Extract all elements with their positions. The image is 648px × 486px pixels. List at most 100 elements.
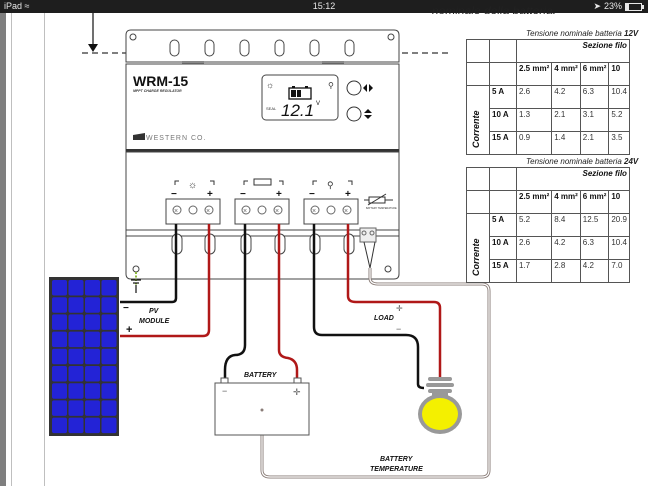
- svg-text:−: −: [309, 189, 315, 200]
- solar-panel: [49, 277, 119, 436]
- margin-line: [11, 13, 12, 486]
- margin-line: [44, 13, 45, 486]
- device-divider: [126, 149, 399, 152]
- pv-plus-sign: +: [126, 324, 132, 336]
- solar-cell: [52, 280, 67, 296]
- battery-temp-label-line1: BATTERY: [380, 456, 414, 463]
- right-arrow-icon: [369, 84, 373, 92]
- load-label: LOAD: [374, 315, 394, 322]
- pv-negative-wire: [120, 224, 178, 304]
- battery-minus-sign: −: [222, 386, 227, 396]
- status-right: ➤ 23%: [593, 0, 644, 13]
- brand-name: WESTERN CO.: [146, 135, 206, 142]
- solar-cell: [52, 331, 67, 348]
- solar-cell: [68, 331, 84, 348]
- solar-cell: [85, 348, 100, 365]
- load-negative-wire: [312, 224, 425, 390]
- top-slots: [169, 39, 355, 57]
- solar-cell: [68, 348, 84, 365]
- pv-label-line1: PV: [149, 308, 160, 315]
- ground-icon: [131, 279, 141, 293]
- battery-terminal-block: [234, 198, 290, 225]
- light-bulb: [418, 377, 462, 434]
- load-plus-sign: ✛: [396, 304, 403, 313]
- wifi-icon: ≈: [24, 1, 30, 11]
- solar-cell: [68, 417, 84, 434]
- solar-cell: [68, 314, 84, 330]
- flange-clip: [182, 61, 204, 64]
- sun-icon: ☼: [188, 180, 197, 191]
- bulb-icon: ⚲: [328, 81, 334, 90]
- battery-positive-wire: [277, 224, 299, 378]
- solar-cell: [68, 280, 84, 296]
- solar-cell: [85, 366, 100, 382]
- flange-clip: [322, 61, 344, 64]
- status-left: iPad ≈: [4, 0, 29, 13]
- battery-negative-wire: [223, 224, 247, 378]
- solar-cell: [52, 348, 67, 365]
- solar-cell: [52, 297, 67, 313]
- group-header: Sezione filo: [516, 167, 630, 191]
- pv-positive-wire: [120, 224, 211, 338]
- solar-cell: [101, 366, 117, 382]
- solar-cell: [101, 280, 117, 296]
- pv-label-line2: MODULE: [139, 318, 170, 325]
- svg-text:×: ×: [312, 208, 316, 215]
- solar-cell: [85, 331, 100, 348]
- solar-cell: [68, 400, 84, 416]
- solar-cell: [101, 417, 117, 434]
- svg-text:×: ×: [344, 208, 348, 215]
- mount-hole: [384, 265, 392, 273]
- load-positive-wire: [346, 224, 442, 377]
- battery-terminal-group: − + × ×: [234, 178, 290, 225]
- set-button[interactable]: [346, 106, 362, 122]
- solar-cell: [52, 417, 67, 434]
- solar-cell: [101, 383, 117, 399]
- pv-terminal-group: ☼ − + × ×: [165, 180, 221, 225]
- svg-text:+: +: [345, 189, 351, 200]
- table-24v: Sezione filo 2.5 mm² 4 mm² 6 mm² 10 Corr…: [466, 167, 630, 283]
- status-bar: iPad ≈ 15:12 ➤ 23%: [0, 0, 648, 13]
- solar-cell: [101, 348, 117, 365]
- battery-neg-post: [220, 377, 229, 384]
- sun-icon: ☼: [266, 80, 274, 90]
- clock: 15:12: [312, 1, 336, 11]
- solar-cell: [52, 400, 67, 416]
- temp-sensor-terminal: [359, 227, 377, 243]
- load-terminal-block: [303, 198, 359, 225]
- svg-text:×: ×: [206, 208, 210, 215]
- svg-text:+: +: [276, 189, 282, 200]
- pv-terminal-block: [165, 198, 221, 225]
- battery-percent: 23%: [603, 1, 622, 11]
- solar-cells: [52, 280, 117, 434]
- voltage-unit: V: [316, 101, 320, 107]
- solar-cell: [101, 331, 117, 348]
- mount-hole: [129, 33, 137, 41]
- battery-icon: [625, 2, 644, 11]
- solar-cell: [68, 297, 84, 313]
- mode-button[interactable]: [346, 80, 362, 96]
- mode-label: SEAL: [266, 106, 277, 111]
- table-24v-title: Tensione nominale batteria 24V: [526, 157, 639, 166]
- svg-text:+: +: [207, 189, 213, 200]
- cut-off-text: nominale della batteria.: [432, 6, 557, 17]
- svg-text:×: ×: [174, 208, 178, 215]
- scrollbar[interactable]: [0, 13, 6, 486]
- model-name: WRM-15: [133, 73, 188, 89]
- group-header: Sezione filo: [516, 39, 630, 63]
- solar-cell: [101, 314, 117, 330]
- solar-cell: [101, 297, 117, 313]
- pv-minus-sign: −: [123, 303, 129, 314]
- mount-hole: [387, 33, 395, 41]
- svg-text:−: −: [171, 189, 177, 200]
- table-12v: Sezione filo 2.5 mm² 4 mm² 6 mm² 10 Corr…: [466, 39, 630, 155]
- up-arrow-icon: [364, 109, 372, 113]
- solar-cell: [85, 297, 100, 313]
